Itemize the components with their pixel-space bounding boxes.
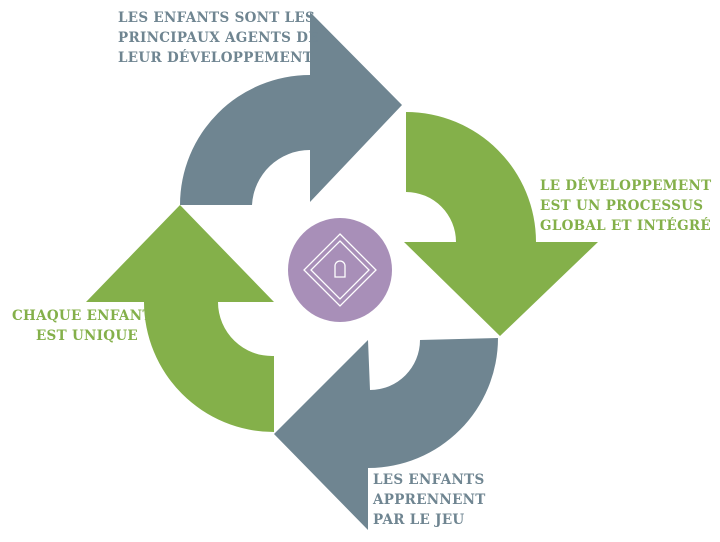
label-line: EST UNIQUE [35, 328, 138, 344]
label-line: PAR LE JEU [373, 512, 465, 528]
label-global-process: LE DÉVELOPPEMENT EST UN PROCESSUS GLOBAL… [540, 176, 712, 236]
label-line: GLOBAL ET INTÉGRÉ [540, 218, 712, 234]
label-line: APPRENNENT [373, 492, 486, 508]
arrow-top-slate [180, 12, 402, 205]
label-line: LEUR DÉVELOPPEMENT [118, 50, 314, 66]
house-outline-icon [303, 233, 377, 307]
label-line: PRINCIPAUX AGENTS DE [118, 30, 319, 46]
label-line: LES ENFANTS SONT LES [118, 10, 316, 26]
arrow-left-green [86, 205, 274, 432]
center-circle [288, 218, 392, 322]
label-unique-child: CHAQUE ENFANT EST UNIQUE [12, 306, 153, 346]
label-line: CHAQUE ENFANT [12, 308, 153, 324]
label-line: LE DÉVELOPPEMENT [540, 178, 712, 194]
arrow-right-green [404, 112, 598, 336]
label-learn-through-play: LES ENFANTS APPRENNENT PAR LE JEU [373, 470, 486, 530]
label-line: LES ENFANTS [373, 472, 485, 488]
label-children-agents: LES ENFANTS SONT LES PRINCIPAUX AGENTS D… [118, 8, 319, 68]
label-line: EST UN PROCESSUS [540, 198, 704, 214]
arrow-bottom-slate [274, 338, 498, 530]
